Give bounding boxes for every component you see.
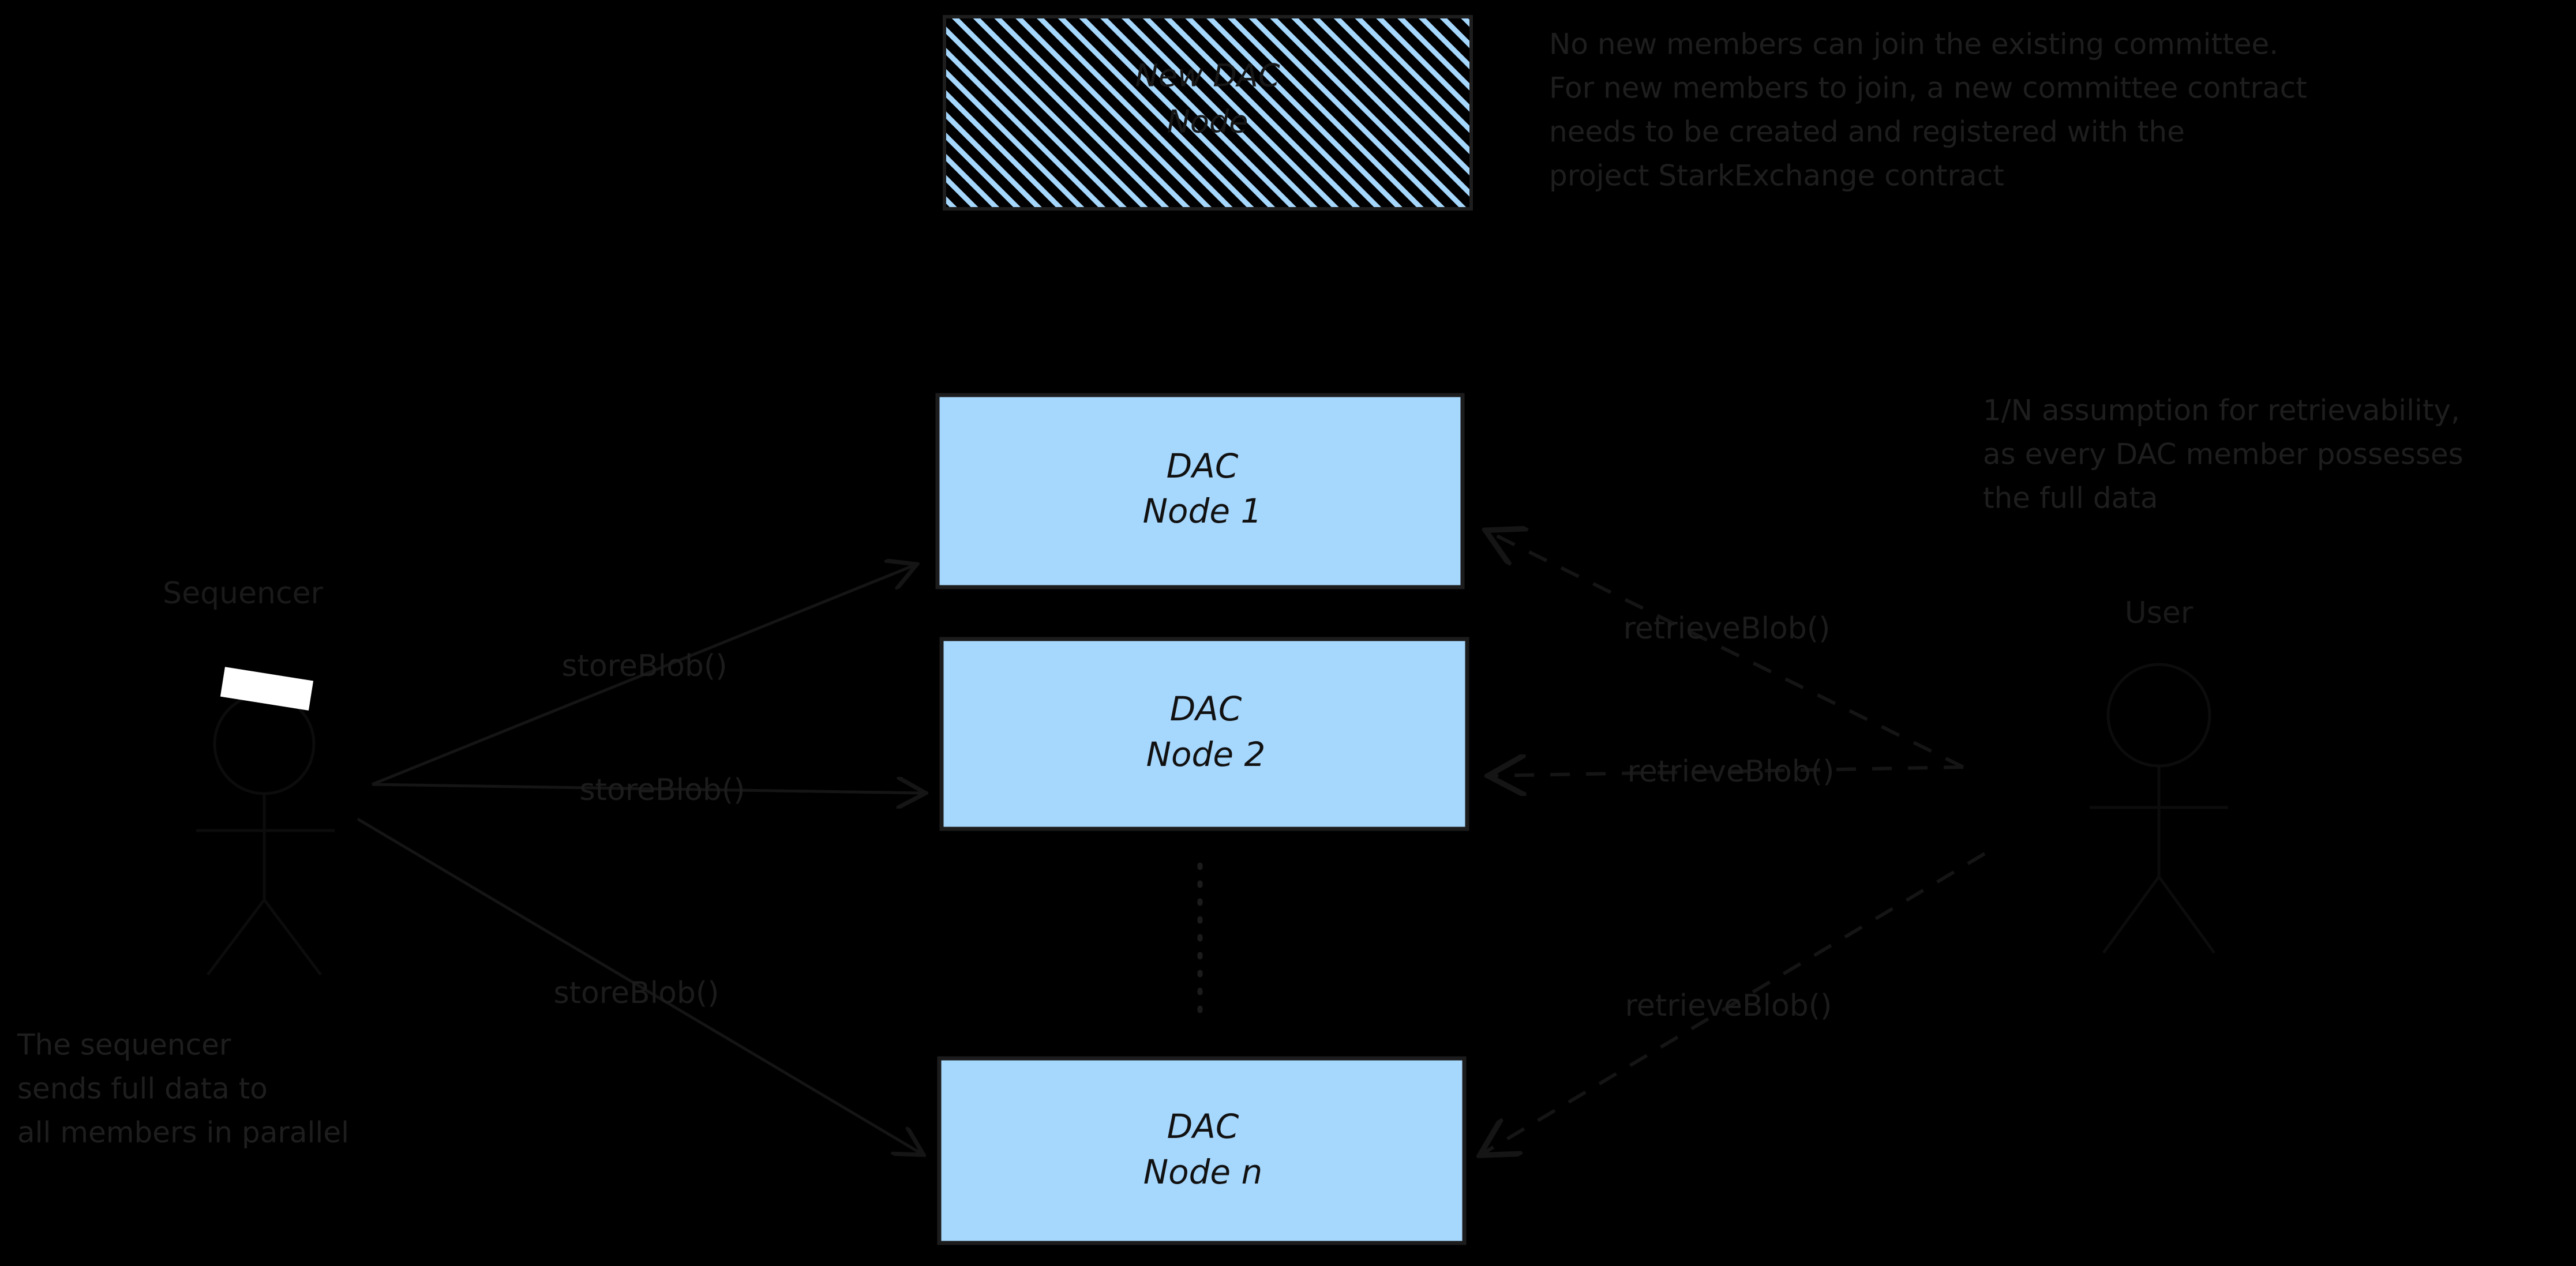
sequencer-head-icon [213, 693, 316, 795]
dac-node-2-rect [939, 637, 1469, 831]
sequencer-actor-icon[interactable]: Sequencer [163, 576, 335, 976]
retrieve-blob-node1-label: retrieveBlob() [1623, 611, 1831, 646]
retrieve-blob-noden-label: retrieveBlob() [1625, 989, 1832, 1023]
dac-node-1-rect [935, 393, 1465, 589]
dac-node-n-box[interactable]: DAC Node n [937, 1056, 1467, 1245]
user-head-icon [2106, 663, 2211, 768]
store-blob-noden-label: storeBlob() [553, 976, 719, 1010]
new-dac-node-box[interactable]: New DAC Node [943, 15, 1473, 211]
store-blob-node2-label: storeBlob() [579, 773, 745, 807]
sequencer-note: The sequencer sends full data to all mem… [17, 1028, 349, 1149]
store-blob-noden-edge[interactable]: storeBlob() [357, 817, 921, 1154]
new-dac-node-label-line2: Node [1167, 104, 1248, 140]
store-blob-node2-arrow [372, 784, 923, 793]
committee-note-line-3: needs to be created and registered with … [1549, 115, 2185, 149]
retrievability-note-line-2: as every DAC member possesses [1983, 438, 2463, 471]
dac-node-n-rect [937, 1056, 1467, 1245]
retrieve-blob-node2-arrow [1491, 767, 1964, 776]
committee-note-line-2: For new members to join, a new committee… [1549, 72, 2307, 105]
sequencer-note-line-1: The sequencer [17, 1028, 231, 1062]
retrieve-blob-noden-arrow [1483, 852, 1986, 1154]
sequencer-left-leg-icon [207, 899, 265, 976]
dac-node-1-box[interactable]: DAC Node 1 [935, 393, 1465, 589]
sequencer-right-leg-icon [263, 899, 322, 976]
store-blob-node1-arrow [372, 565, 914, 786]
retrieve-blob-node1-arrow [1488, 532, 1964, 769]
retrieve-blob-node2-label: retrieveBlob() [1628, 754, 1835, 789]
store-blob-node1-edge[interactable]: storeBlob() [372, 565, 914, 786]
dac-node-n-label-line2: Node n [1143, 1152, 1263, 1192]
sequencer-badge-icon [220, 667, 314, 711]
store-blob-noden-arrow [357, 817, 921, 1154]
committee-note-line-1: No new members can join the existing com… [1549, 28, 2278, 61]
retrieve-blob-noden-edge[interactable]: retrieveBlob() [1483, 852, 1986, 1154]
dac-node-n-label-line1: DAC [1167, 1107, 1239, 1146]
committee-note: No new members can join the existing com… [1549, 28, 2307, 193]
retrieve-blob-node1-edge[interactable]: retrieveBlob() [1488, 532, 1964, 769]
user-left-leg-icon [2102, 876, 2161, 954]
dac-node-2-box[interactable]: DAC Node 2 [939, 637, 1469, 831]
committee-note-line-4: project StarkExchange contract [1549, 159, 2004, 193]
sequencer-note-line-2: sends full data to [17, 1072, 268, 1106]
retrievability-note-line-1: 1/N assumption for retrievability, [1983, 394, 2460, 427]
dac-node-2-label-line2: Node 2 [1146, 735, 1266, 774]
user-right-leg-icon [2157, 876, 2216, 954]
dac-node-1-label-line2: Node 1 [1143, 491, 1262, 531]
new-dac-node-rect [943, 15, 1473, 211]
store-blob-node2-edge[interactable]: storeBlob() [372, 773, 923, 807]
retrieve-blob-node2-edge[interactable]: retrieveBlob() [1491, 754, 1964, 789]
retrievability-note: 1/N assumption for retrievability, as ev… [1983, 394, 2463, 515]
store-blob-node1-label: storeBlob() [561, 649, 727, 683]
user-actor-icon[interactable]: User [2090, 596, 2228, 954]
sequencer-label: Sequencer [163, 576, 323, 611]
new-dac-node-label-line1: New DAC [1135, 58, 1280, 94]
retrievability-note-line-3: the full data [1983, 482, 2158, 515]
sequencer-note-line-3: all members in parallel [17, 1116, 349, 1149]
dac-node-1-label-line1: DAC [1167, 446, 1239, 486]
dac-node-2-label-line1: DAC [1170, 689, 1242, 728]
user-label: User [2125, 596, 2193, 630]
